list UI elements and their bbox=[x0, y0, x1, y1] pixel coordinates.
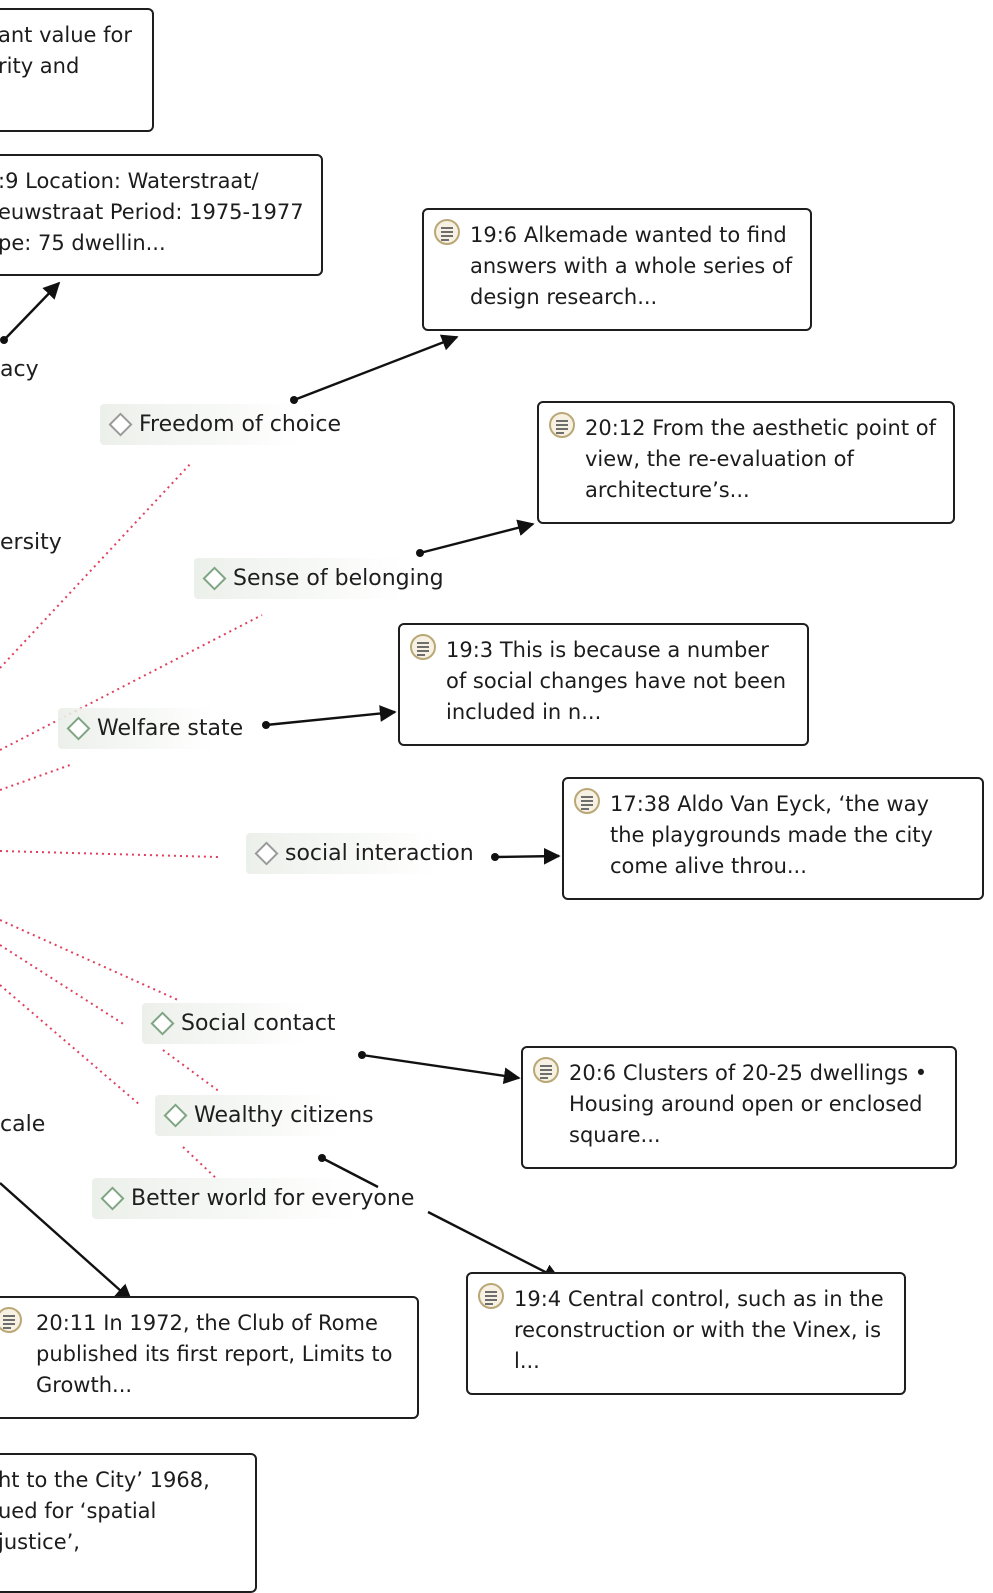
dotted-link-social-contact bbox=[0, 919, 179, 1001]
arrow-origin-dot bbox=[491, 853, 499, 861]
code-node[interactable]: Welfare state bbox=[58, 708, 256, 749]
code-label: Welfare state bbox=[97, 716, 244, 741]
code-node[interactable]: social interaction bbox=[246, 833, 486, 874]
quotation-box[interactable]: 19:6 Alkemade wanted to find answers wit… bbox=[422, 208, 812, 331]
dotted-link-social-interaction bbox=[0, 850, 219, 858]
clipped-box-text: ant value for rity and bbox=[0, 23, 132, 78]
quotation-icon bbox=[533, 1057, 559, 1083]
clipped-box-text: :9 Location: Waterstraat/ euwstraat Peri… bbox=[0, 169, 304, 255]
quotation-text: 19:6 Alkemade wanted to find answers wit… bbox=[470, 223, 793, 309]
dotted-link-wealthy-2 bbox=[162, 1049, 221, 1093]
dotted-link-better-world bbox=[182, 1146, 219, 1181]
clipped-box-text: ht to the City’ 1968, ued for ‘spatial j… bbox=[0, 1468, 210, 1554]
quotation-box[interactable]: 20:6 Clusters of 20-25 dwellings • Housi… bbox=[521, 1046, 957, 1169]
quotation-icon bbox=[574, 788, 600, 814]
code-label: Freedom of choice bbox=[139, 412, 341, 437]
quotation-box[interactable]: 20:12 From the aesthetic point of view, … bbox=[537, 401, 955, 524]
arrow-belonging-to-20-12 bbox=[419, 519, 535, 555]
quotation-box[interactable]: 20:11 In 1972, the Club of Rome publishe… bbox=[0, 1296, 419, 1419]
code-label: Better world for everyone bbox=[131, 1186, 415, 1211]
quotation-icon bbox=[434, 219, 460, 245]
code-diamond-icon bbox=[150, 1011, 175, 1036]
quotation-box[interactable]: 17:38 Aldo Van Eyck, ‘the way the playgr… bbox=[562, 777, 984, 900]
arrow-to-location-box bbox=[3, 281, 61, 341]
arrow-origin-dot bbox=[262, 721, 270, 729]
code-diamond-icon bbox=[254, 841, 279, 866]
arrow-origin-dot bbox=[0, 336, 8, 344]
arrow-welfare-to-19-3 bbox=[265, 705, 397, 727]
clipped-code-label[interactable]: ersity bbox=[0, 530, 62, 555]
quotation-box[interactable]: 19:4 Central control, such as in the rec… bbox=[466, 1272, 906, 1395]
dotted-link-wealthy bbox=[0, 984, 141, 1106]
arrow-origin-dot bbox=[290, 396, 298, 404]
quotation-icon bbox=[478, 1283, 504, 1309]
code-label: Wealthy citizens bbox=[194, 1103, 374, 1128]
quotation-icon bbox=[0, 1307, 22, 1333]
code-label: Sense of belonging bbox=[233, 566, 444, 591]
code-diamond-icon bbox=[108, 412, 133, 437]
dotted-link-welfare bbox=[0, 764, 71, 791]
code-node[interactable]: Better world for everyone bbox=[92, 1178, 427, 1219]
dotted-relation-lines bbox=[0, 461, 263, 1181]
code-node[interactable]: Freedom of choice bbox=[100, 404, 353, 445]
arrow-origin-dot bbox=[358, 1051, 366, 1059]
quotation-text: 19:4 Central control, such as in the rec… bbox=[514, 1287, 884, 1373]
clipped-code-label[interactable]: cale bbox=[0, 1112, 46, 1137]
quotation-text: 17:38 Aldo Van Eyck, ‘the way the playgr… bbox=[610, 792, 933, 878]
code-label: social interaction bbox=[285, 841, 474, 866]
code-node[interactable]: Sense of belonging bbox=[194, 558, 456, 599]
dotted-link-belonging bbox=[0, 614, 263, 751]
quotation-icon bbox=[410, 634, 436, 660]
arrow-to-19-4 bbox=[427, 1210, 561, 1281]
clipped-quotation-box[interactable]: ant value for rity and bbox=[0, 8, 154, 132]
clipped-quotation-box[interactable]: ht to the City’ 1968, ued for ‘spatial j… bbox=[0, 1453, 257, 1593]
clipped-code-label[interactable]: acy bbox=[0, 357, 39, 382]
code-node[interactable]: Social contact bbox=[142, 1003, 348, 1044]
quotation-text: 20:6 Clusters of 20-25 dwellings • Housi… bbox=[569, 1061, 928, 1147]
code-diamond-icon bbox=[100, 1186, 125, 1211]
arrow-freedom-to-19-6 bbox=[293, 334, 459, 402]
code-diamond-icon bbox=[66, 716, 91, 741]
arrow-to-20-11 bbox=[0, 1182, 133, 1302]
quotation-text: 19:3 This is because a number of social … bbox=[446, 638, 787, 724]
quotation-text: 20:12 From the aesthetic point of view, … bbox=[585, 416, 936, 502]
code-node[interactable]: Wealthy citizens bbox=[155, 1095, 386, 1136]
quotation-icon bbox=[549, 412, 575, 438]
code-diamond-icon bbox=[202, 566, 227, 591]
arrow-origin-dot bbox=[416, 549, 424, 557]
code-diamond-icon bbox=[163, 1103, 188, 1128]
arrow-interaction-to-17-38 bbox=[494, 847, 561, 865]
dotted-link-freedom bbox=[0, 461, 193, 669]
arrow-origin-dot bbox=[318, 1154, 326, 1162]
quotation-box[interactable]: 19:3 This is because a number of social … bbox=[398, 623, 809, 746]
arrow-contact-to-20-6 bbox=[361, 1053, 521, 1085]
code-label: Social contact bbox=[181, 1011, 336, 1036]
dotted-link-social-contact-2 bbox=[0, 944, 126, 1026]
quotation-text: 20:11 In 1972, the Club of Rome publishe… bbox=[36, 1311, 393, 1397]
clipped-quotation-box[interactable]: :9 Location: Waterstraat/ euwstraat Peri… bbox=[0, 154, 323, 276]
